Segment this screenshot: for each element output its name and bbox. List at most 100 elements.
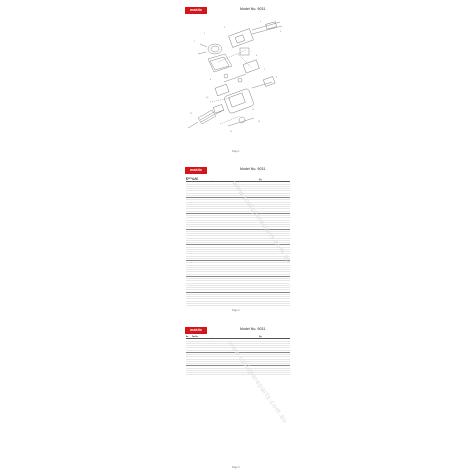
svg-text:3: 3 [224, 27, 226, 29]
table-row [186, 182, 290, 185]
table-row [186, 230, 290, 232]
table-row [186, 304, 290, 306]
table-row [186, 290, 290, 293]
table-row [186, 225, 290, 228]
table-row [186, 302, 290, 304]
table-row [186, 185, 290, 187]
svg-text:10: 10 [206, 97, 209, 99]
table-header: No. Part No. Part Description Qty Note [186, 337, 290, 340]
table-row [186, 209, 290, 212]
table-row [186, 221, 290, 223]
table-row [186, 342, 290, 344]
table-row [186, 194, 290, 196]
table-row [186, 223, 290, 225]
model-number: Model No. 9031 [240, 7, 266, 11]
table-row [186, 266, 290, 268]
svg-text:4: 4 [260, 21, 262, 23]
table-row [186, 248, 290, 250]
table-row [186, 241, 290, 243]
table-row [186, 346, 290, 349]
table-row [186, 281, 290, 284]
table-row [186, 371, 290, 373]
table-row [186, 245, 290, 248]
table-row [186, 212, 290, 214]
table-row [186, 243, 290, 246]
table-row [186, 214, 290, 216]
table-row [186, 277, 290, 279]
table-row [186, 263, 290, 266]
table-row [186, 297, 290, 300]
page-number: Page 1 [232, 150, 240, 153]
table-row [186, 218, 290, 221]
table-row [186, 357, 290, 360]
manual-page-3: makita Model No. 9031 No. Part No. Part … [174, 320, 300, 474]
table-row [186, 254, 290, 257]
table-row [186, 284, 290, 286]
table-row [186, 295, 290, 297]
table-row [186, 353, 290, 355]
table-row [186, 227, 290, 230]
table-row [186, 200, 290, 203]
table-row [186, 252, 290, 255]
manual-page-2: makita Model No. 9031 Parts List No. Par… [174, 160, 300, 316]
model-number: Model No. 9031 [240, 167, 266, 171]
svg-text:11: 11 [252, 109, 255, 111]
svg-text:5: 5 [280, 31, 282, 33]
svg-text:1: 1 [194, 41, 196, 43]
parts-table: No. Part No. Part Description Qty Note [186, 180, 290, 306]
table-row [186, 268, 290, 270]
table-row [186, 205, 290, 207]
table-row [186, 275, 290, 277]
table-row [186, 355, 290, 358]
svg-text:7: 7 [264, 69, 266, 71]
table-row [186, 196, 290, 198]
table-row [186, 366, 290, 369]
table-row [186, 198, 290, 201]
makita-logo: makita [185, 327, 207, 334]
parts-list-title: Parts List [186, 176, 198, 180]
table-row [186, 203, 290, 205]
table-row [186, 364, 290, 367]
table-row [186, 270, 290, 273]
table-row [186, 373, 290, 376]
table-row [186, 348, 290, 351]
table-row [186, 261, 290, 264]
makita-logo: makita [185, 167, 207, 174]
table-row [186, 288, 290, 291]
belt-pulley [207, 43, 223, 55]
table-row [186, 250, 290, 252]
table-row [186, 286, 290, 288]
arm-housing [228, 28, 254, 48]
table-row [186, 360, 290, 362]
table-row [186, 293, 290, 295]
table-row [186, 339, 290, 342]
table-row [186, 216, 290, 219]
svg-text:13: 13 [230, 131, 233, 133]
svg-text:12: 12 [190, 113, 193, 115]
table-row [186, 236, 290, 239]
svg-text:6: 6 [256, 55, 258, 57]
table-row [186, 232, 290, 234]
armature [197, 109, 217, 125]
table-header: No. Part No. Part Description Qty Note [186, 180, 290, 183]
motor-housing [224, 88, 254, 114]
table-row [186, 207, 290, 210]
svg-text:14: 14 [258, 121, 261, 123]
table-row [186, 239, 290, 241]
manual-page-1: makita Model No. 9031 [174, 0, 300, 158]
page-number: Page 3 [232, 466, 240, 469]
parts-table: No. Part No. Part Description Qty Note [186, 337, 290, 376]
svg-text:9: 9 [276, 77, 278, 79]
table-row [186, 257, 290, 259]
table-row [186, 234, 290, 237]
table-row [186, 191, 290, 194]
table-row [186, 299, 290, 302]
model-number: Model No. 9031 [240, 327, 266, 331]
svg-text:2: 2 [204, 33, 206, 35]
table-row [186, 351, 290, 353]
makita-logo: makita [185, 7, 207, 14]
table-row [186, 272, 290, 275]
table-row [186, 189, 290, 192]
table-row [186, 362, 290, 364]
